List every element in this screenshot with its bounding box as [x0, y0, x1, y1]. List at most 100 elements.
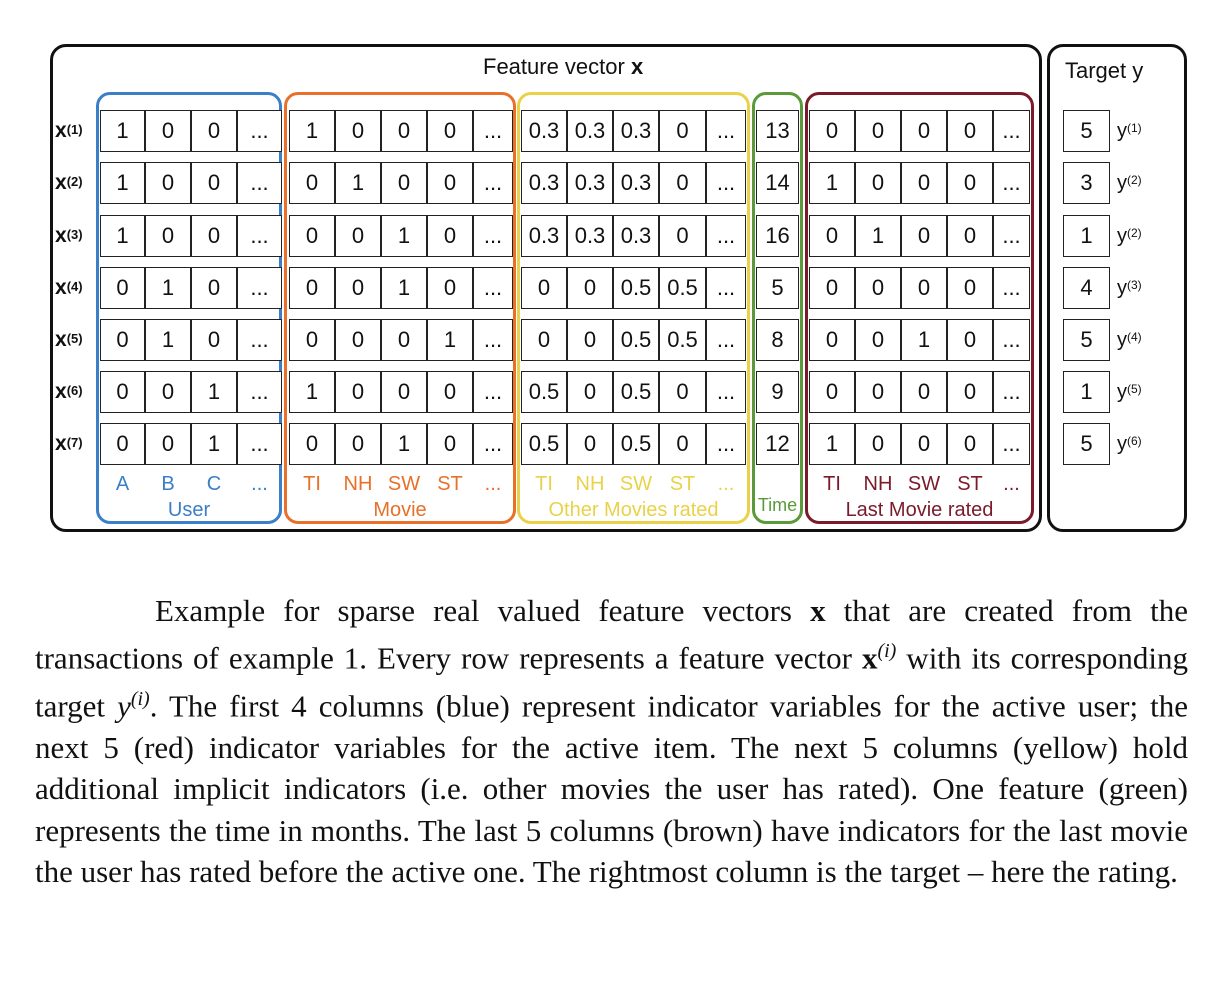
- matrix-cell: 0: [145, 423, 191, 465]
- matrix-cell: 0: [427, 215, 473, 257]
- row-label-base: x: [55, 224, 67, 247]
- column-label: NH: [575, 472, 605, 495]
- matrix-cell: ...: [706, 423, 746, 465]
- column-label: ST: [437, 472, 463, 495]
- matrix-cell: 0: [145, 110, 191, 152]
- column-label: A: [115, 472, 130, 495]
- column-label: NH: [343, 472, 373, 495]
- matrix-cell: 0: [855, 110, 901, 152]
- row-label-sup: (2): [66, 173, 83, 189]
- matrix-cell: 1: [381, 423, 427, 465]
- target-frame: [1047, 44, 1187, 532]
- matrix-cell: 1: [289, 371, 335, 413]
- column-label: ...: [717, 472, 735, 495]
- row-label: x(5): [55, 319, 95, 361]
- target-label-sup: (2): [1127, 173, 1142, 187]
- matrix-cell: 1: [191, 371, 237, 413]
- matrix-cell: ...: [237, 319, 282, 361]
- matrix-cell: 1: [289, 110, 335, 152]
- matrix-cell: 0: [901, 371, 947, 413]
- matrix-cell: 0: [809, 215, 855, 257]
- matrix-cell: ...: [993, 110, 1030, 152]
- target-label-base: y: [1117, 171, 1127, 194]
- matrix-cell: 0: [191, 162, 237, 204]
- column-label: ST: [669, 472, 696, 495]
- matrix-cell: 0.3: [613, 110, 659, 152]
- row-label-sup: (1): [66, 121, 83, 137]
- matrix-cell: 0: [381, 110, 427, 152]
- matrix-cell: 0: [809, 319, 855, 361]
- matrix-cell: 0.3: [521, 215, 567, 257]
- matrix-cell: 1: [100, 215, 145, 257]
- matrix-cell: ...: [706, 371, 746, 413]
- row-label-base: x: [55, 380, 67, 403]
- row-label: x(2): [55, 162, 95, 204]
- matrix-cell: 0.3: [521, 110, 567, 152]
- target-label-sup: (5): [1127, 382, 1142, 396]
- matrix-cell: 0: [855, 267, 901, 309]
- matrix-cell: ...: [706, 162, 746, 204]
- target-label-base: y: [1117, 224, 1127, 247]
- matrix-cell: 0: [100, 267, 145, 309]
- row-label-sup: (6): [66, 382, 83, 398]
- group-box-movie: [284, 92, 516, 524]
- matrix-cell: 0.5: [613, 319, 659, 361]
- matrix-cell: 0: [901, 267, 947, 309]
- row-label: x(7): [55, 423, 95, 465]
- matrix-cell: 0.5: [613, 267, 659, 309]
- matrix-cell: 9: [756, 371, 799, 413]
- target-label: y(2): [1117, 215, 1142, 257]
- matrix-cell: 1: [855, 215, 901, 257]
- matrix-cell: 1: [427, 319, 473, 361]
- matrix-cell: 0: [855, 319, 901, 361]
- matrix-cell: 0: [947, 110, 993, 152]
- matrix-cell: 0: [521, 267, 567, 309]
- matrix-cell: 0: [289, 423, 335, 465]
- column-label: SW: [619, 472, 653, 495]
- matrix-cell: 1: [335, 162, 381, 204]
- target-label-base: y: [1117, 380, 1127, 403]
- matrix-cell: 0: [947, 423, 993, 465]
- row-label: x(3): [55, 215, 95, 257]
- matrix-cell: 0: [381, 319, 427, 361]
- matrix-cell: 0: [335, 110, 381, 152]
- target-label-base: y: [1117, 328, 1127, 351]
- target-label-base: y: [1117, 432, 1127, 455]
- caption-text-3: with its corresponding target: [35, 640, 1188, 724]
- target-label: y(4): [1117, 319, 1142, 361]
- matrix-cell: 14: [756, 162, 799, 204]
- feature-vector-figure: Feature vector x Target y x(1)x(2)x(3)x(…: [50, 44, 1187, 532]
- group-label: Movie: [373, 498, 427, 521]
- column-label: ST: [957, 472, 983, 495]
- matrix-cell: 0.5: [613, 371, 659, 413]
- matrix-cell: 1: [381, 267, 427, 309]
- row-label-sup: (7): [66, 434, 83, 450]
- matrix-cell: 0: [901, 215, 947, 257]
- row-label: x(4): [55, 267, 95, 309]
- matrix-cell: 0: [335, 215, 381, 257]
- row-label-base: x: [55, 119, 67, 142]
- column-label: TI: [303, 472, 321, 495]
- matrix-cell: 0: [427, 110, 473, 152]
- matrix-cell: 0: [289, 267, 335, 309]
- matrix-cell: 0: [145, 215, 191, 257]
- matrix-cell: ...: [993, 215, 1030, 257]
- matrix-cell: 0: [427, 371, 473, 413]
- matrix-cell: ...: [473, 110, 513, 152]
- matrix-cell: 1: [145, 319, 191, 361]
- target-label-base: y: [1117, 276, 1127, 299]
- feature-vector-title: Feature vector x: [483, 54, 643, 80]
- matrix-cell: 12: [756, 423, 799, 465]
- matrix-cell: 0: [335, 267, 381, 309]
- matrix-cell: 0: [289, 215, 335, 257]
- matrix-cell: 8: [756, 319, 799, 361]
- target-cell: 1: [1063, 215, 1110, 257]
- target-label-sup: (4): [1127, 330, 1142, 344]
- matrix-cell: 0: [855, 371, 901, 413]
- target-label: y(1): [1117, 110, 1142, 152]
- matrix-cell: 0.3: [613, 162, 659, 204]
- matrix-cell: 0: [809, 371, 855, 413]
- target-cell: 5: [1063, 319, 1110, 361]
- caption-text-4: . The first 4 columns (blue) represent i…: [35, 688, 1188, 890]
- figure-caption: Example for sparse real valued feature v…: [35, 590, 1188, 893]
